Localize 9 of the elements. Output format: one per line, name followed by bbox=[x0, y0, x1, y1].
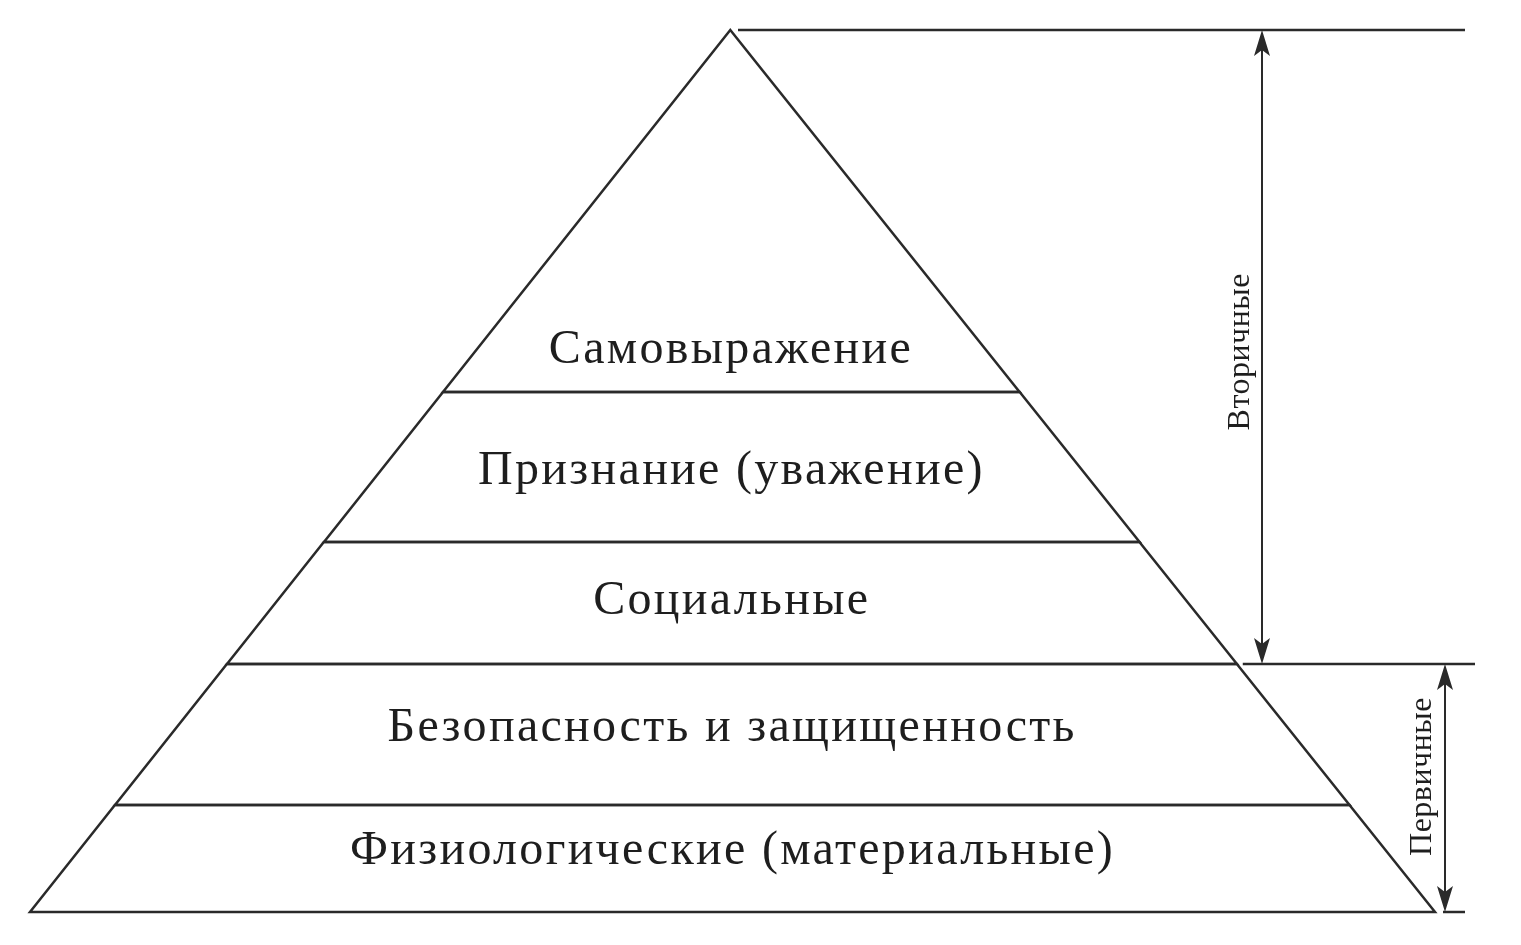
pyramid-tier bbox=[323, 392, 1140, 542]
pyramid-tier bbox=[442, 30, 1020, 392]
pyramid-tier bbox=[226, 542, 1237, 664]
pyramid-tier bbox=[114, 664, 1350, 805]
tier-label: Безопасность и защищенность bbox=[387, 701, 1077, 749]
dimension-label: Вторичные bbox=[1222, 273, 1254, 431]
dimension-label: Первичные bbox=[1404, 696, 1436, 856]
tier-label: Социальные bbox=[593, 574, 871, 622]
tier-label: Самовыражение bbox=[548, 323, 914, 371]
